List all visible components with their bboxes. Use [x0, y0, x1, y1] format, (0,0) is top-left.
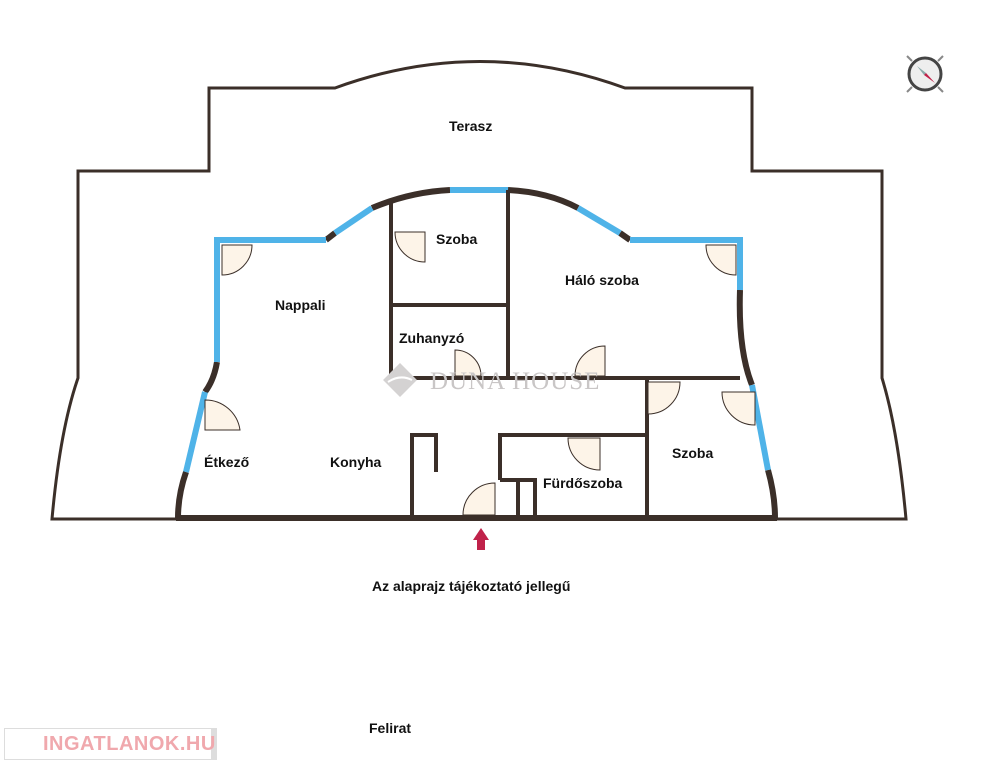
room-label-halo-szoba: Háló szoba — [565, 272, 639, 288]
room-label-zuhanyzo: Zuhanyzó — [399, 330, 465, 346]
room-label-etkezo: Étkező — [204, 454, 250, 470]
entrance-arrow-icon — [473, 528, 489, 550]
duna-house-logo-icon — [383, 363, 417, 397]
room-label-szoba: Szoba — [436, 231, 478, 247]
compass-icon — [906, 55, 944, 93]
doors — [204, 231, 756, 516]
exterior-walls — [175, 187, 778, 521]
terrace-outline — [50, 60, 908, 521]
ingatlanok-logo[interactable]: INGATLANOK.HU — [4, 728, 217, 760]
room-label-szoba-right: Szoba — [672, 445, 714, 461]
caption-text: Felirat — [369, 720, 412, 736]
room-label-furdoszoba: Fürdőszoba — [543, 475, 623, 491]
room-label-konyha: Konyha — [330, 454, 382, 470]
interior-walls — [389, 190, 740, 518]
room-label-nappali: Nappali — [275, 297, 326, 313]
watermark-text: DUNA HOUSE — [430, 368, 601, 395]
room-label-terasz: Terasz — [449, 118, 493, 134]
windows — [183, 187, 771, 473]
logo-text: INGATLANOK.HU — [43, 733, 216, 755]
disclaimer-text: Az alaprajz tájékoztató jellegű — [372, 578, 571, 594]
